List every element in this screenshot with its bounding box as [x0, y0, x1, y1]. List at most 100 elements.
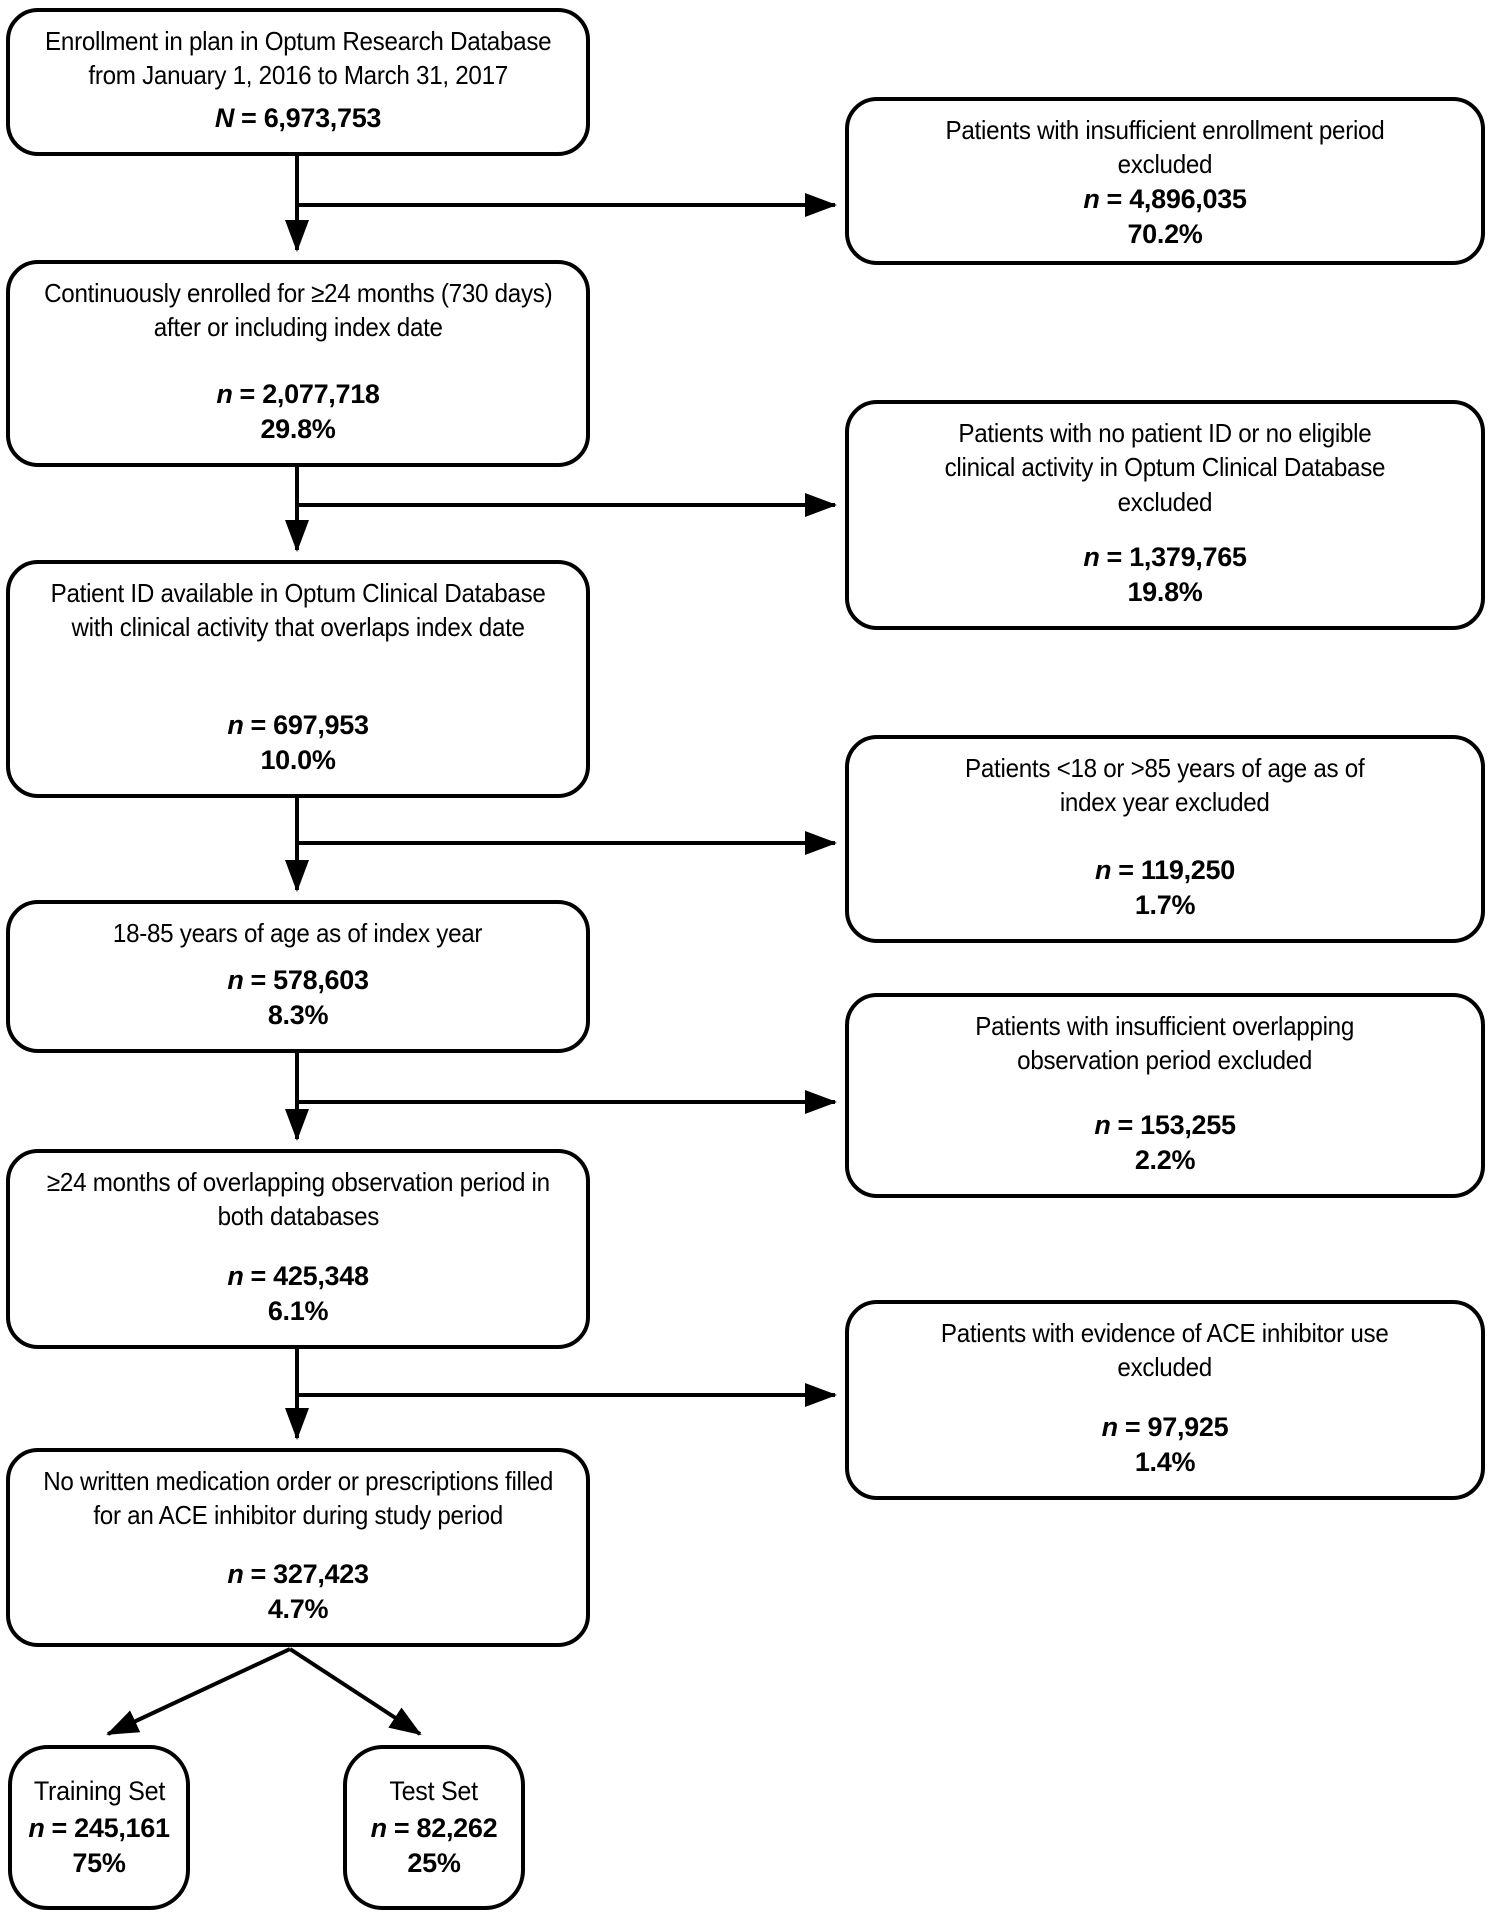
title-line: from January 1, 2016 to March 31, 2017: [88, 60, 508, 91]
n-line: n= 327,423: [227, 1557, 369, 1592]
percentage: 19.8%: [1127, 576, 1203, 607]
exclusion-title: Patients with no patient ID or no eligib…: [928, 416, 1402, 519]
n-symbol: n: [1101, 1411, 1119, 1442]
step-box-enrollment: Enrollment in plan in Optum Research Dat…: [6, 8, 590, 156]
sample-size: n= 2,077,718 29.8%: [216, 377, 380, 447]
title-line: Patients with no patient ID or no eligib…: [958, 418, 1372, 448]
title-line: excluded: [1117, 1352, 1213, 1383]
n-symbol: N: [214, 102, 235, 133]
n-line: n= 119,250: [1095, 853, 1235, 888]
n-count: = 327,423: [250, 1558, 369, 1589]
title-line: observation period excluded: [1017, 1045, 1313, 1076]
title-line: Patients <18 or >85 years of age as of: [965, 753, 1365, 783]
sample-size: n= 327,423 4.7%: [227, 1557, 369, 1627]
title-line: Training Set: [33, 1775, 165, 1806]
title-line: index year excluded: [1060, 787, 1270, 818]
exclusion-box-age: Patients <18 or >85 years of age as of i…: [845, 735, 1485, 943]
title-line: ≥24 months of overlapping observation pe…: [46, 1167, 550, 1197]
title-line: Patients with insufficient overlapping: [975, 1011, 1355, 1041]
exclusion-box-insufficient-enrollment: Patients with insufficient enrollment pe…: [845, 97, 1485, 265]
title-line: No written medication order or prescript…: [43, 1466, 553, 1496]
n-line: n= 697,953: [227, 708, 369, 743]
percentage: 75%: [72, 1848, 126, 1879]
n-count: = 119,250: [1118, 854, 1235, 885]
step-box-overlapping-observation: ≥24 months of overlapping observation pe…: [6, 1149, 590, 1349]
n-symbol: n: [370, 1813, 388, 1844]
split-box-training-set: Training Set n= 245,161 75%: [8, 1745, 190, 1910]
title-line: Patient ID available in Optum Clinical D…: [50, 578, 546, 608]
n-symbol: n: [227, 1260, 244, 1291]
title-line: clinical activity in Optum Clinical Data…: [944, 452, 1386, 483]
title-line: after or including index date: [153, 312, 443, 343]
title-line: Patients with evidence of ACE inhibitor …: [941, 1318, 1389, 1348]
step-title: Patient ID available in Optum Clinical D…: [32, 576, 564, 645]
percentage: 25%: [407, 1848, 461, 1879]
split-box-test-set: Test Set n= 82,262 25%: [343, 1745, 525, 1910]
exclusion-box-no-patient-id: Patients with no patient ID or no eligib…: [845, 400, 1485, 630]
step-title: Continuously enrolled for ≥24 months (73…: [25, 276, 571, 345]
exclusion-box-ace-inhibitor-use: Patients with evidence of ACE inhibitor …: [845, 1300, 1485, 1500]
n-count: = 578,603: [250, 964, 369, 995]
sample-size: n= 4,896,035 70.2%: [1083, 182, 1247, 252]
percentage: 1.4%: [1134, 1446, 1196, 1477]
sample-size: N= 6,973,753: [214, 101, 382, 136]
n-line: n= 4,896,035: [1083, 182, 1247, 217]
title-line: with clinical activity that overlaps ind…: [71, 612, 525, 643]
n-line: n= 97,925: [1102, 1410, 1229, 1445]
title-line: Enrollment in plan in Optum Research Dat…: [44, 26, 552, 56]
n-symbol: n: [227, 964, 244, 995]
title-line: for an ACE inhibitor during study period: [93, 1500, 503, 1531]
step-box-no-ace-inhibitor: No written medication order or prescript…: [6, 1448, 590, 1647]
n-count: = 245,161: [51, 1813, 170, 1844]
percentage: 70.2%: [1127, 218, 1203, 249]
n-line: n= 578,603: [227, 963, 369, 998]
n-symbol: n: [227, 1558, 244, 1589]
step-box-age-range: 18-85 years of age as of index year n= 5…: [6, 900, 590, 1053]
sample-size: n= 82,262 25%: [371, 1811, 498, 1881]
step-box-continuous-enrollment: Continuously enrolled for ≥24 months (73…: [6, 260, 590, 467]
n-line: N= 6,973,753: [214, 101, 382, 136]
exclusion-title: Patients with evidence of ACE inhibitor …: [924, 1316, 1405, 1385]
percentage: 4.7%: [267, 1593, 329, 1624]
n-symbol: n: [216, 378, 233, 409]
step-box-patient-id: Patient ID available in Optum Clinical D…: [6, 560, 590, 798]
sample-size: n= 119,250 1.7%: [1095, 853, 1235, 923]
title-line: Test Set: [389, 1775, 479, 1806]
title-line: both databases: [217, 1201, 379, 1232]
n-count: = 153,255: [1117, 1109, 1236, 1140]
sample-size: n= 425,348 6.1%: [227, 1259, 369, 1329]
percentage: 10.0%: [260, 744, 336, 775]
n-line: n= 1,379,765: [1083, 540, 1247, 575]
step-title: 18-85 years of age as of index year: [99, 916, 496, 950]
sample-size: n= 1,379,765 19.8%: [1083, 540, 1247, 610]
arrow-split-right: [288, 1647, 422, 1736]
n-symbol: n: [227, 709, 244, 740]
n-count: = 97,925: [1124, 1411, 1229, 1442]
split-title: Training Set: [29, 1774, 170, 1810]
n-symbol: n: [1083, 541, 1100, 572]
percentage: 29.8%: [260, 413, 336, 444]
title-line: excluded: [1117, 149, 1213, 180]
exclusion-title: Patients <18 or >85 years of age as of i…: [950, 751, 1379, 820]
sample-size: n= 697,953 10.0%: [227, 708, 369, 778]
sample-size: n= 578,603 8.3%: [227, 963, 369, 1033]
n-line: n= 245,161: [28, 1811, 170, 1846]
arrow-split-left: [106, 1647, 291, 1736]
sample-size: n= 245,161 75%: [28, 1811, 170, 1881]
exclusion-box-insufficient-observation: Patients with insufficient overlapping o…: [845, 993, 1485, 1198]
exclusion-title: Patients with insufficient enrollment pe…: [929, 113, 1401, 182]
n-line: n= 425,348: [227, 1259, 369, 1294]
n-count: = 82,262: [393, 1813, 498, 1844]
step-title: No written medication order or prescript…: [24, 1464, 572, 1533]
n-line: n= 82,262: [371, 1811, 498, 1846]
step-title: Enrollment in plan in Optum Research Dat…: [26, 24, 570, 93]
n-symbol: n: [1083, 183, 1100, 214]
n-count: = 697,953: [250, 709, 369, 740]
n-count: = 2,077,718: [239, 378, 380, 409]
n-line: n= 2,077,718: [216, 377, 380, 412]
split-title: Test Set: [386, 1774, 481, 1810]
title-line: excluded: [1117, 486, 1213, 517]
n-line: n= 153,255: [1094, 1108, 1236, 1143]
percentage: 1.7%: [1134, 889, 1196, 920]
